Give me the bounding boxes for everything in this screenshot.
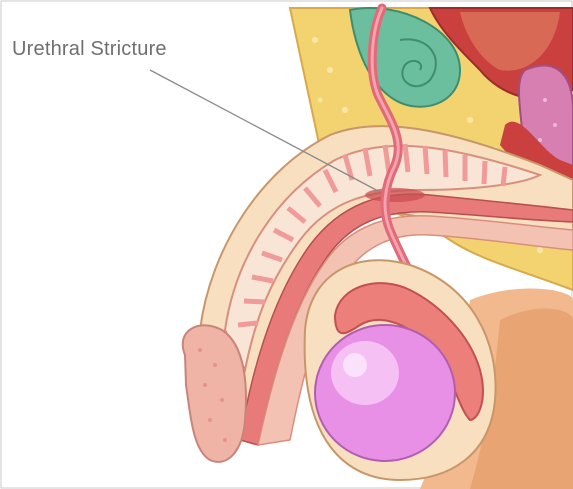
testis-highlight: [331, 341, 399, 405]
testis-shine: [343, 353, 367, 377]
stricture-site: [365, 188, 425, 202]
callout-label: Urethral Stricture: [12, 38, 167, 61]
